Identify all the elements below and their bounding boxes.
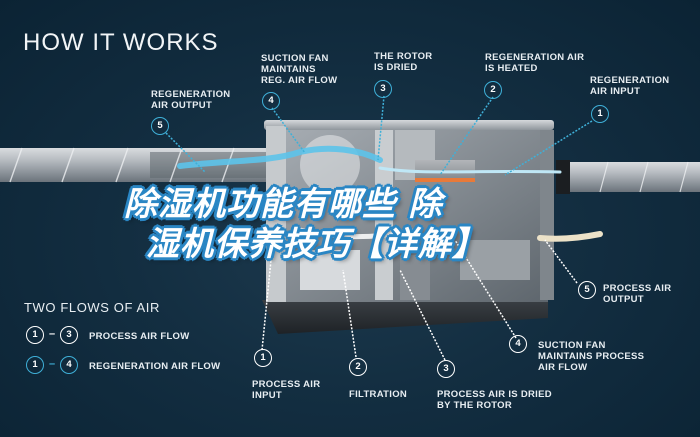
badge-regeneration-3: 3 [374,80,392,98]
callout-process-air-input: PROCESS AIR INPUT [252,379,321,401]
badge-regeneration-5: 5 [151,117,169,135]
badge-process-4: 4 [509,335,527,353]
air-flow-arrows [177,145,603,242]
legend-badge-from: 1 [26,326,44,344]
legend-label-process-air-flow: PROCESS AIR FLOW [89,331,190,342]
legend-separator: – [49,358,56,370]
legend-label-regeneration-air-flow: REGENERATION AIR FLOW [89,361,221,372]
callout-regeneration-air-output: REGENERATION AIR OUTPUT [151,89,231,111]
badge-process-2: 2 [349,358,367,376]
right-duct-pipe [556,160,700,194]
legend-separator: – [49,328,56,340]
callout-regeneration-heated: REGENERATION AIR IS HEATED [485,52,585,74]
badge-process-1: 1 [254,349,272,367]
callout-rotor-dried: THE ROTOR IS DRIED [374,51,433,73]
legend-badge-to: 4 [60,356,78,374]
badge-process-3: 3 [437,360,455,378]
badge-regeneration-2: 2 [484,81,502,99]
left-duct-pipe [0,147,280,183]
legend-title: TWO FLOWS OF AIR [24,300,160,315]
badge-regeneration-4: 4 [262,92,280,110]
overlay-title-line-2: 湿机保养技巧【详解】 [146,224,486,263]
badge-regeneration-1: 1 [591,105,609,123]
heater-element [415,178,475,182]
callout-suction-fan-process: SUCTION FAN MAINTAINS PROCESS AIR FLOW [538,340,645,373]
callout-process-air-output: PROCESS AIR OUTPUT [603,283,672,305]
legend-badge-from: 1 [26,356,44,374]
badge-process-5: 5 [578,281,596,299]
callout-process-air-dried: PROCESS AIR IS DRIED BY THE ROTOR [437,389,552,411]
callout-suction-fan-reg: SUCTION FAN MAINTAINS REG. AIR FLOW [261,53,338,86]
callout-filtration: FILTRATION [349,389,408,400]
overlay-title-line-1: 除湿机功能有哪些 除 [124,184,443,223]
callout-regeneration-air-input: REGENERATION AIR INPUT [590,75,670,97]
legend-badge-to: 3 [60,326,78,344]
page-title: HOW IT WORKS [23,29,219,56]
